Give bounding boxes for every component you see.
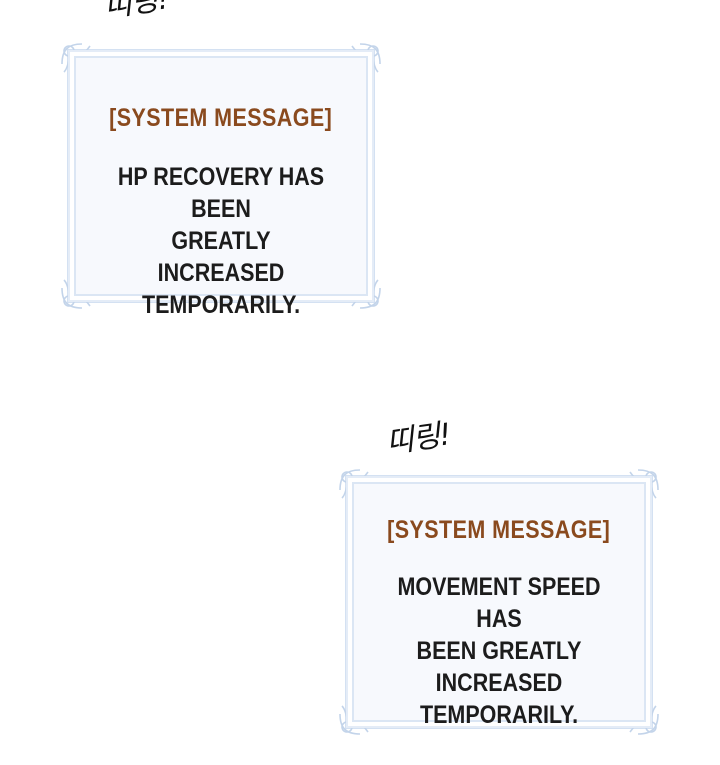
- sound-effect-top: 띠링!: [102, 0, 171, 25]
- system-message-title: [SYSTEM MESSAGE]: [387, 516, 611, 544]
- system-message-panel-1: [SYSTEM MESSAGE] HP RECOVERY HAS BEEN GR…: [60, 42, 382, 319]
- panel-content-1: [SYSTEM MESSAGE] HP RECOVERY HAS BEEN GR…: [74, 56, 368, 319]
- sound-effect-middle: 띠링!: [384, 417, 453, 461]
- system-message-title: [SYSTEM MESSAGE]: [109, 104, 333, 132]
- panel-content-2: [SYSTEM MESSAGE] MOVEMENT SPEED HAS BEEN…: [352, 482, 646, 729]
- system-message-panel-2: [SYSTEM MESSAGE] MOVEMENT SPEED HAS BEEN…: [338, 468, 660, 736]
- system-message-body: HP RECOVERY HAS BEEN GREATLY INCREASED T…: [117, 163, 325, 319]
- system-message-body: MOVEMENT SPEED HAS BEEN GREATLY INCREASE…: [397, 573, 601, 729]
